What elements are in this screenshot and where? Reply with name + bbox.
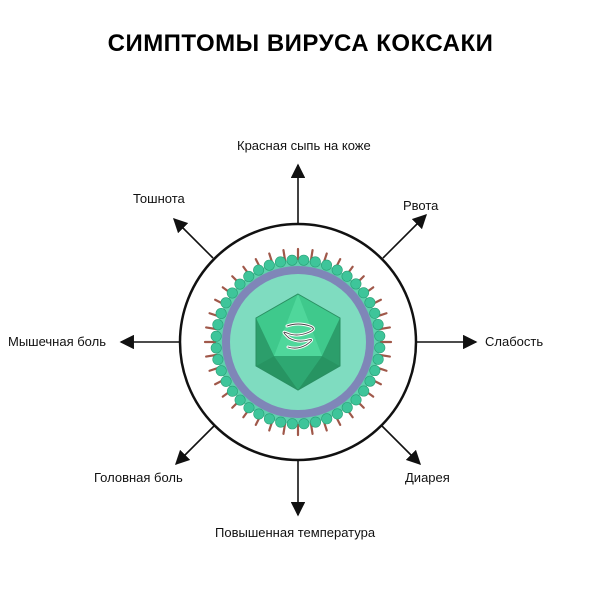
arrow-top-right: [382, 213, 428, 259]
symptom-label-right: Слабость: [485, 334, 544, 349]
surface-bead: [298, 418, 310, 430]
arrow-top-left: [172, 217, 214, 259]
surface-bead: [372, 353, 384, 365]
surface-bead: [372, 318, 384, 330]
symptom-label-bottom: Повышенная температура: [215, 525, 376, 540]
symptom-label-top-left: Тошнота: [133, 191, 185, 206]
surface-bead: [309, 256, 321, 268]
surface-bead: [215, 365, 227, 377]
surface-bead: [310, 416, 322, 428]
surface-bead: [243, 402, 255, 414]
surface-bead: [369, 365, 381, 377]
surface-bead: [253, 408, 265, 420]
surface-bead: [263, 413, 275, 425]
surface-bead: [286, 254, 298, 266]
arrow-bottom-right: [381, 425, 422, 466]
symptom-label-left: Мышечная боль: [8, 334, 106, 349]
surface-bead: [212, 354, 224, 366]
surface-bead: [374, 342, 386, 354]
symptom-label-bottom-right: Диарея: [405, 470, 450, 485]
surface-bead: [226, 287, 238, 299]
surface-bead: [350, 394, 362, 406]
surface-bead: [369, 307, 381, 319]
surface-bead: [358, 385, 370, 397]
surface-bead: [341, 402, 353, 414]
page-title: СИМПТОМЫ ВИРУСА КОКСАКИ: [107, 30, 494, 57]
surface-bead: [298, 254, 310, 266]
surface-bead: [234, 278, 246, 290]
surface-bead: [364, 375, 376, 387]
surface-bead: [212, 319, 224, 331]
surface-bead: [253, 264, 265, 276]
surface-bead: [210, 342, 222, 354]
virus-icon: [203, 247, 393, 437]
surface-bead: [341, 270, 353, 282]
surface-bead: [220, 375, 232, 387]
arrows: [119, 163, 478, 517]
surface-bead: [358, 287, 370, 299]
surface-bead: [220, 297, 232, 309]
surface-bead: [350, 278, 362, 290]
surface-bead: [374, 330, 386, 342]
symptom-label-bottom-left: Головная боль: [94, 470, 183, 485]
surface-bead: [286, 418, 298, 430]
surface-bead: [275, 416, 287, 428]
surface-bead: [226, 385, 238, 397]
surface-bead: [331, 408, 343, 420]
surface-bead: [210, 330, 222, 342]
surface-bead: [321, 413, 333, 425]
arrow-bottom-left: [174, 425, 215, 466]
surface-bead: [274, 256, 286, 268]
surface-bead: [234, 394, 246, 406]
symptom-label-top: Красная сыпь на коже: [237, 138, 371, 153]
symptom-label-top-right: Рвота: [403, 198, 439, 213]
surface-bead: [243, 270, 255, 282]
surface-bead: [331, 264, 343, 276]
surface-beads: [210, 254, 386, 430]
surface-bead: [263, 259, 275, 271]
surface-bead: [364, 297, 376, 309]
surface-bead: [215, 307, 227, 319]
surface-bead: [321, 259, 333, 271]
